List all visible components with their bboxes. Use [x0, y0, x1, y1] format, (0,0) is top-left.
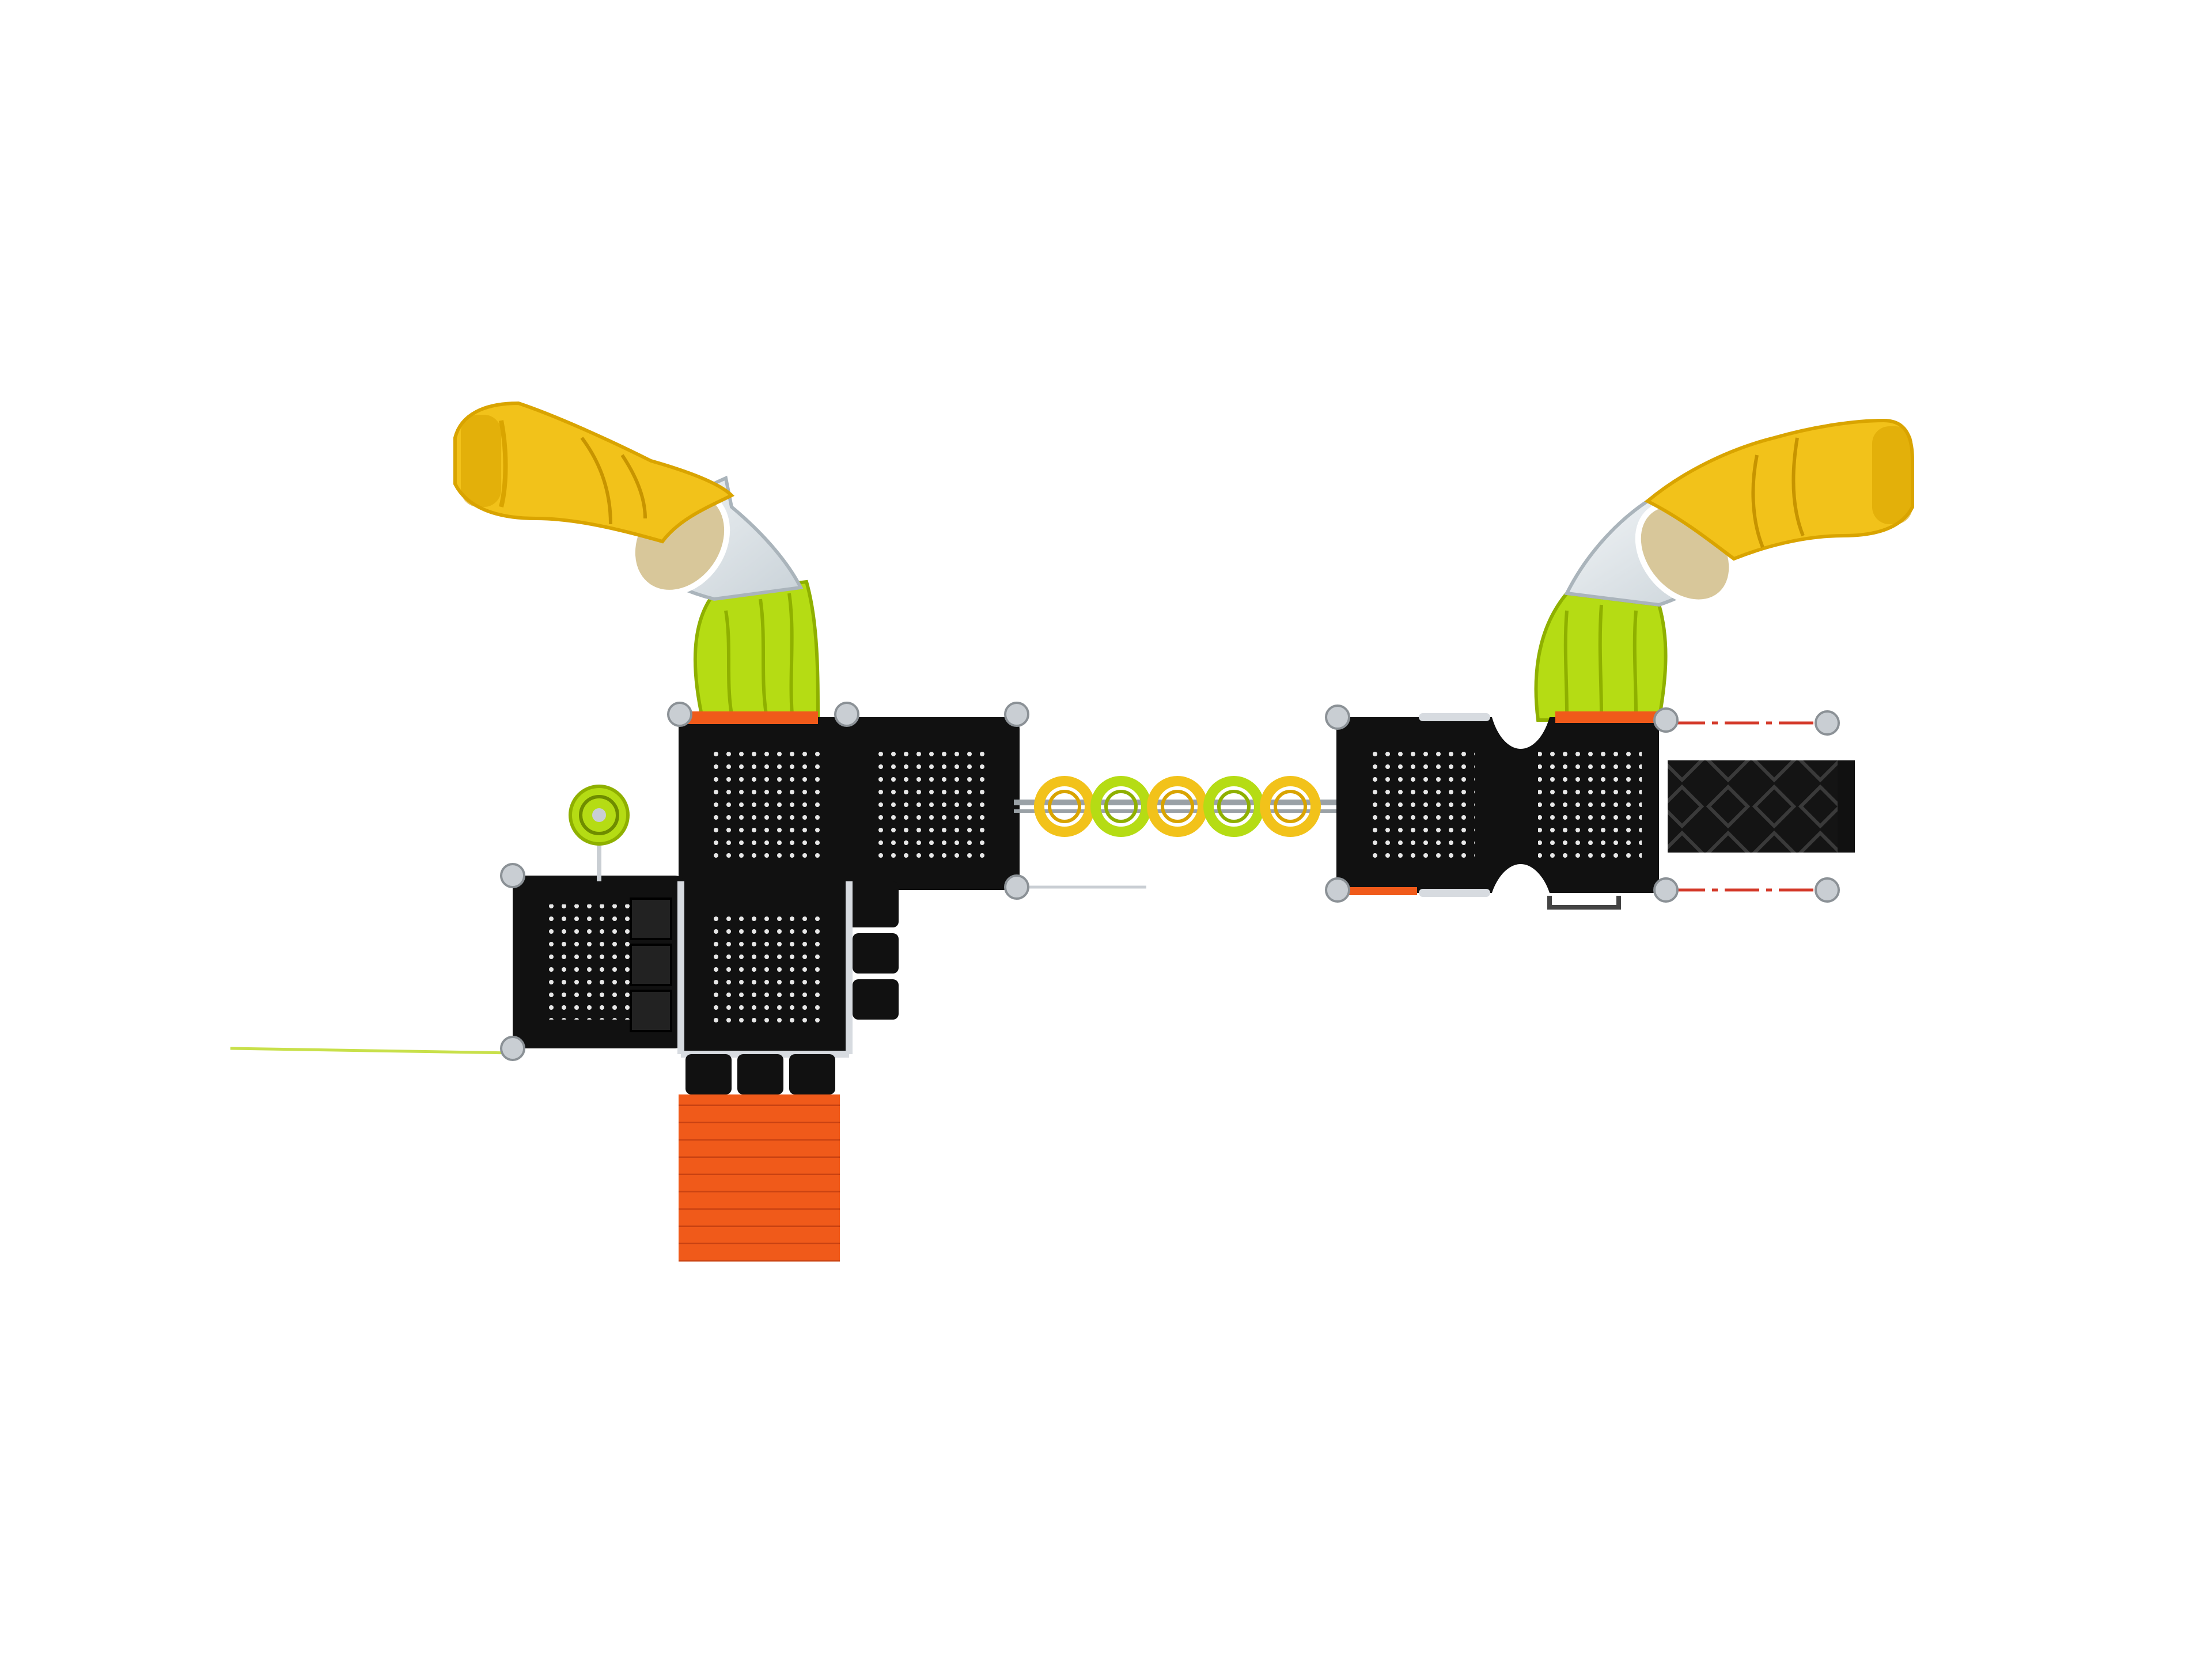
- post-cap-icon: [1004, 874, 1029, 900]
- post-cap-icon: [1004, 702, 1029, 727]
- bridge-ring-inner: [1274, 790, 1307, 823]
- steering-wheel-icon: [569, 785, 630, 881]
- post-cap-icon: [1653, 877, 1679, 903]
- diamond-ramp: [1668, 760, 1840, 853]
- post-cap-icon: [667, 702, 692, 727]
- left-slide-green-section: [693, 579, 820, 722]
- stair-entry: [685, 1054, 835, 1094]
- deck-center: [679, 881, 851, 1054]
- bridge-ring-inner: [1104, 790, 1138, 823]
- posts-right: [1325, 704, 1840, 903]
- red-rope-lines: [1671, 721, 1815, 892]
- post-cap-icon: [834, 702, 859, 727]
- lime-boundary-line: [230, 1047, 513, 1055]
- bridge-ring: [1147, 776, 1208, 837]
- bridge-ring: [1034, 776, 1095, 837]
- deck-left: [513, 876, 685, 1048]
- deck-top-middle: [847, 717, 1020, 890]
- right-deck-rails: [1419, 713, 1490, 897]
- post-cap-icon: [1815, 710, 1840, 736]
- post-cap-icon: [1325, 877, 1350, 903]
- posts-left: [500, 702, 1029, 1061]
- orange-stairs: [679, 1094, 840, 1262]
- right-tube-slide: [1534, 418, 1914, 722]
- right-deck-handle: [1547, 896, 1621, 910]
- ring-bridge: [1014, 800, 1342, 813]
- bridge-ring-inner: [1048, 790, 1081, 823]
- left-slide-yellow-section: [453, 401, 735, 544]
- left-tube-slide: [453, 401, 820, 722]
- deck-right: [1336, 711, 1659, 895]
- bridge-ring: [1260, 776, 1321, 837]
- post-cap-icon: [500, 1036, 525, 1061]
- bridge-rings: [1034, 776, 1321, 837]
- deck-top-left: [679, 711, 851, 890]
- bridge-ring-inner: [1217, 790, 1251, 823]
- post-cap-icon: [500, 863, 525, 888]
- post-cap-icon: [1653, 707, 1679, 733]
- post-cap-icon: [1815, 877, 1840, 903]
- bridge-ring: [1090, 776, 1152, 837]
- bridge-ring: [1203, 776, 1264, 837]
- post-cap-icon: [1325, 704, 1350, 730]
- bridge-ring-inner: [1161, 790, 1194, 823]
- side-steps: [847, 881, 899, 1020]
